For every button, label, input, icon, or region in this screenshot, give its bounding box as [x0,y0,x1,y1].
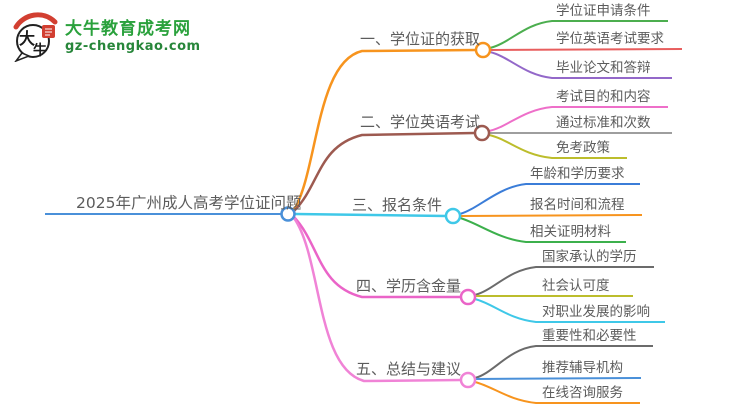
branch-3-child-1-label[interactable]: 年龄和学历要求 [530,166,625,182]
branch-3-node-handle[interactable] [446,209,460,223]
logo-title: 大牛教育成考网 [65,19,191,40]
branch-3-child-2-label[interactable]: 报名时间和流程 [530,197,625,213]
root-topic-label[interactable]: 2025年广州成人高考学位证问题 [76,194,302,212]
branch-1-child-3-label[interactable]: 毕业论文和答辩 [556,60,651,76]
branch-4-child-2-label[interactable]: 社会认可度 [542,278,610,294]
logo-bubble-tail [16,53,29,61]
branch-2-child-2-label[interactable]: 通过标准和次数 [556,115,651,131]
branch-3-child-3-connector [460,218,626,242]
logo-icon-char-bottom: 牛 [33,42,47,59]
branch-4-child-1-label[interactable]: 国家承认的学历 [542,249,637,265]
branch-5-child-3-label[interactable]: 在线咨询服务 [542,385,623,401]
logo-text-block: 大牛教育成考网 gz-chengkao.com [65,20,201,54]
branch-2-label[interactable]: 二、学位英语考试 [360,113,481,131]
branch-5-connector [294,218,461,381]
logo-speech-bubble [17,25,49,57]
branch-4-child-3-connector [475,299,665,322]
branch-2-child-1-connector [489,107,668,131]
branch-1-node-handle[interactable] [476,43,490,57]
branch-4-connector [294,217,461,297]
branch-4-child-3-label[interactable]: 对职业发展的影响 [542,304,650,320]
branch-2-connector [294,133,475,211]
branch-1-child-2-connector [490,49,682,50]
branch-3-child-3-label[interactable]: 相关证明材料 [530,224,611,240]
branch-5-label[interactable]: 五、总结与建议 [356,360,462,378]
logo-seal-marks [45,29,52,35]
branch-3-connector [295,214,446,216]
root-node-handle[interactable] [282,208,295,221]
logo-domain: gz-chengkao.com [65,38,201,54]
branch-4-label[interactable]: 四、学历含金量 [356,277,462,295]
branch-5-child-2-label[interactable]: 推荐辅导机构 [542,360,623,376]
branch-5-child-1-connector [475,346,653,378]
branch-5-child-1-label[interactable]: 重要性和必要性 [542,328,637,344]
branch-5-child-2-connector [475,378,641,379]
logo-red-arc [16,15,55,27]
site-logo[interactable]: 大 牛 大牛教育成考网 gz-chengkao.com [12,12,201,62]
branch-5-node-handle[interactable] [461,373,475,387]
branch-2-child-1-label[interactable]: 考试目的和内容 [556,89,651,105]
branch-5-child-3-connector [475,382,640,403]
branch-4-child-1-connector [475,267,654,295]
branch-1-label[interactable]: 一、学位证的获取 [360,30,481,48]
branch-1-connector [294,50,476,210]
logo-icon-char-top: 大 [19,29,35,48]
branch-1-child-3-connector [490,52,672,78]
branch-2-child-3-label[interactable]: 免考政策 [556,140,610,156]
branch-1-child-1-label[interactable]: 学位证申请条件 [556,3,651,19]
branch-4-node-handle[interactable] [461,290,475,304]
branch-2-node-handle[interactable] [475,126,489,140]
branch-2-child-3-connector [489,135,627,158]
logo-mascot-icon: 大 牛 [12,12,58,62]
branch-3-child-2-connector [460,215,642,216]
branch-3-child-1-connector [460,184,640,214]
branch-1-child-1-connector [490,21,668,48]
branch-3-label[interactable]: 三、报名条件 [352,196,443,214]
branch-1-child-2-label[interactable]: 学位英语考试要求 [556,31,664,47]
